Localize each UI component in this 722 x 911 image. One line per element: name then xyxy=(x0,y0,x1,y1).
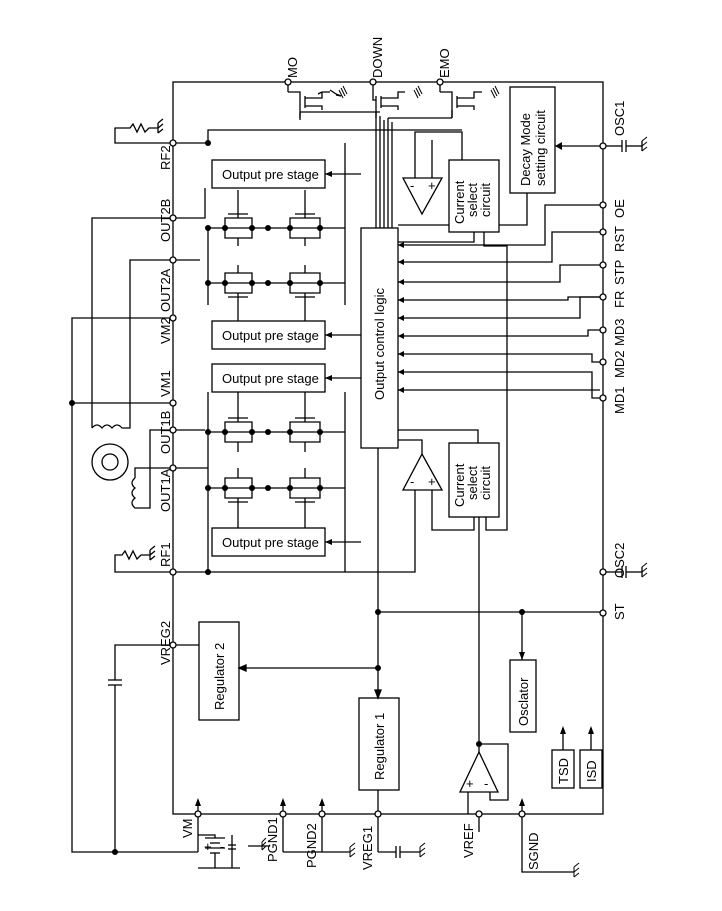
input-routing xyxy=(398,193,600,399)
rf2-sense-resistor xyxy=(114,118,462,144)
svg-text:Current: Current xyxy=(452,463,467,507)
pin-label-fr: FR xyxy=(612,291,627,308)
bottom-pins: VM PGND1 PGND2 VREG1 VREF SGND xyxy=(180,798,541,870)
svg-text:circuit: circuit xyxy=(478,183,493,217)
pin-label-out2b: OUT2B xyxy=(158,199,173,242)
pin-label-vref: VREF xyxy=(461,823,476,858)
vm-bus xyxy=(71,317,198,853)
regulator-1-dots xyxy=(375,609,525,671)
svg-text:Output pre stage: Output pre stage xyxy=(222,535,319,550)
pre-stage-arrows xyxy=(325,171,361,545)
comparator-lower: - + xyxy=(398,439,475,531)
regulator-1-connections xyxy=(374,448,600,814)
svg-text:Output control logic: Output control logic xyxy=(372,287,387,400)
svg-text:select: select xyxy=(465,466,480,500)
pin-label-md2: MD2 xyxy=(612,351,627,378)
oscillator-block: Osclator xyxy=(509,659,537,733)
vref-buffer: + - xyxy=(458,517,509,814)
pin-label-vreg2: VREG2 xyxy=(158,621,173,665)
svg-text:-: - xyxy=(410,178,414,193)
output-pre-stage-2: Output pre stage xyxy=(211,320,326,350)
top-ground-symbols xyxy=(338,85,500,99)
output-pre-stage-3: Output pre stage xyxy=(211,363,326,393)
pin-label-emo: EMO xyxy=(437,48,452,78)
stepper-motor xyxy=(91,217,170,509)
svg-text:Osclator: Osclator xyxy=(516,677,531,726)
svg-text:setting circuit: setting circuit xyxy=(533,110,548,186)
output-control-logic-block: Output control logic xyxy=(360,227,399,449)
svg-text:+: + xyxy=(428,178,436,193)
pin-label-osc1: OSC1 xyxy=(612,101,627,136)
vreg2-capacitor xyxy=(108,644,170,852)
pin-label-out1b: OUT1B xyxy=(158,411,173,454)
svg-text:Regulator 1: Regulator 1 xyxy=(372,713,387,780)
top-pins: MO DOWN EMO xyxy=(284,37,452,92)
current-select-feeds xyxy=(398,232,508,531)
svg-text:select: select xyxy=(465,183,480,217)
svg-text:ISD: ISD xyxy=(584,760,599,782)
oscillator-arrow xyxy=(519,652,525,660)
comparator-upper: - + xyxy=(401,131,463,216)
sgnd-ground xyxy=(521,817,580,878)
pin-label-mo: MO xyxy=(285,57,300,78)
pin-label-stp: STP xyxy=(612,260,627,285)
isd-block: ISD xyxy=(579,726,603,789)
pin-label-oe: OE xyxy=(612,199,627,218)
svg-text:Current: Current xyxy=(452,180,467,224)
pin-label-st: ST xyxy=(612,603,627,620)
pin-label-md3: MD3 xyxy=(612,319,627,346)
right-pins: OSC1 OE RST STP FR MD3 MD2 MD1 OSC2 xyxy=(555,101,648,620)
top-transistors xyxy=(288,89,482,118)
pin-label-osc2: OSC2 xyxy=(612,543,627,578)
pin-label-sgnd: SGND xyxy=(526,832,541,870)
pin-label-rst: RST xyxy=(612,226,627,252)
pin-label-down: DOWN xyxy=(370,37,385,78)
svg-text:Decay Mode: Decay Mode xyxy=(518,113,533,186)
regulator-1-block: Regulator 1 xyxy=(358,697,400,791)
pin-label-out1a: OUT1A xyxy=(158,468,173,512)
pin-label-vm: VM xyxy=(180,819,195,839)
tsd-block: TSD xyxy=(551,726,575,789)
pin-label-rf1: RF1 xyxy=(158,542,173,567)
svg-text:Regulator 2: Regulator 2 xyxy=(212,643,227,710)
vm-supply-battery xyxy=(198,834,270,869)
output-pre-stage-4: Output pre stage xyxy=(211,527,326,557)
rf1-sense-resistor xyxy=(114,490,416,573)
pin-label-out2a: OUT2A xyxy=(158,268,173,312)
svg-text:Output pre stage: Output pre stage xyxy=(222,371,319,386)
pin-label-vm1: VM1 xyxy=(158,370,173,397)
current-select-lower: Current select circuit xyxy=(448,442,500,518)
vreg2-connection xyxy=(176,644,378,672)
output-pre-stage-1: Output pre stage xyxy=(211,159,326,189)
current-select-upper: Current select circuit xyxy=(448,159,500,233)
chip-outline xyxy=(172,81,604,815)
pin-label-md1: MD1 xyxy=(612,387,627,414)
battery-plus: + xyxy=(204,839,212,854)
pin-label-pgnd1: PGND1 xyxy=(265,817,280,862)
svg-text:-: - xyxy=(484,776,488,791)
pin-label-rf2: RF2 xyxy=(158,145,173,170)
svg-text:Output pre stage: Output pre stage xyxy=(222,167,319,182)
top-control-lines xyxy=(299,110,453,228)
h-bridge-1 xyxy=(176,392,346,572)
pgnd-ground xyxy=(283,842,356,858)
vreg1-capacitor xyxy=(378,842,426,858)
regulator-2-block: Regulator 2 xyxy=(198,621,240,721)
svg-text:-: - xyxy=(410,474,414,489)
h-bridge-2 xyxy=(176,143,346,321)
svg-text:TSD: TSD xyxy=(556,758,571,784)
decay-mode-block: Decay Mode setting circuit xyxy=(509,86,556,194)
input-arrows xyxy=(398,242,404,393)
battery-minus: - xyxy=(220,839,224,854)
pin-label-vreg1: VREG1 xyxy=(360,826,375,870)
pin-label-vm2: VM2 xyxy=(158,317,173,344)
svg-text:Output pre stage: Output pre stage xyxy=(222,328,319,343)
pin-label-pgnd2: PGND2 xyxy=(304,823,319,868)
svg-text:+: + xyxy=(466,776,474,791)
svg-text:circuit: circuit xyxy=(478,466,493,500)
svg-text:+: + xyxy=(428,474,436,489)
h-bridge-2-dots xyxy=(205,140,323,286)
h-bridge-1-dots xyxy=(205,429,323,575)
